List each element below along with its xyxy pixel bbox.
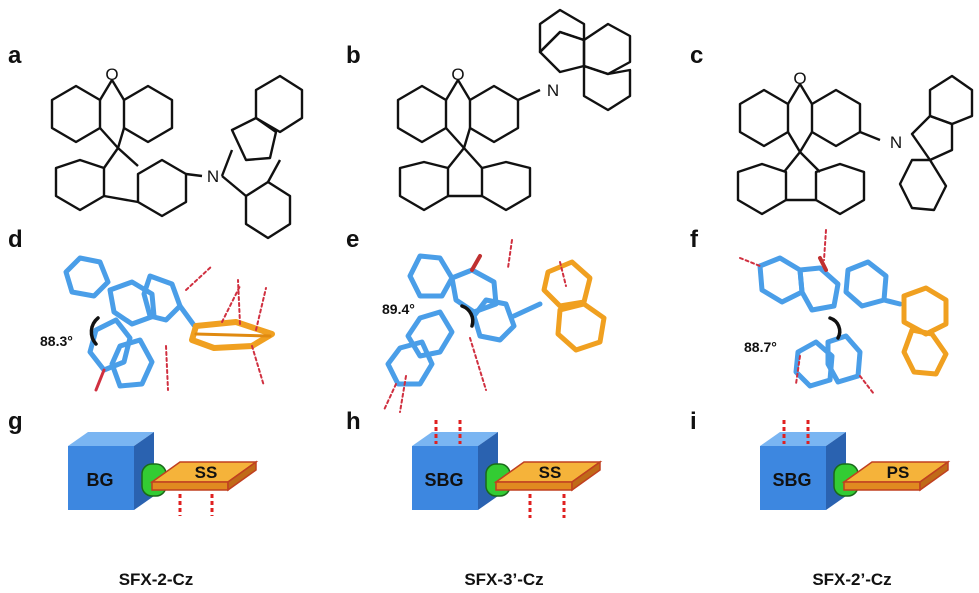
plate-label-g: SS — [195, 463, 218, 482]
crystal-structure-e — [383, 239, 607, 413]
oxygen-label-b: O — [451, 65, 464, 84]
dihedral-angle-d: 88.3° — [40, 333, 73, 349]
interaction-dashes-g — [178, 494, 214, 516]
cube-top-g — [68, 432, 154, 446]
nitrogen-label-c: N — [890, 133, 902, 152]
panel-label-h: h — [346, 408, 361, 435]
panel-label-i: i — [690, 408, 697, 435]
structure-sfx-3-cz — [396, 8, 632, 212]
plate-label-i: PS — [887, 463, 910, 482]
plate-front-i — [843, 481, 921, 491]
schematic-g — [68, 432, 259, 516]
panel-label-e: e — [346, 226, 360, 253]
panel-label-b: b — [346, 42, 361, 69]
plate-side-i — [919, 460, 949, 492]
nitrogen-label-b: N — [547, 81, 559, 100]
cube-front-g — [68, 446, 134, 510]
plate-front-g — [151, 481, 229, 491]
cube-top-i — [760, 432, 846, 446]
nitrogen-label-a: N — [207, 167, 219, 186]
dihedral-angle-e: 89.4° — [382, 301, 415, 317]
structure-sfx-2-cz — [50, 74, 304, 240]
panel-label-g: g — [8, 408, 23, 435]
panel-label-f: f — [690, 226, 698, 253]
dihedral-angle-f: 88.7° — [744, 339, 777, 355]
cube-front-h — [412, 446, 478, 510]
interaction-dashes-h — [434, 420, 566, 518]
cube-label-i: SBG — [772, 470, 811, 490]
plate-side-g — [227, 460, 257, 492]
cube-label-h: SBG — [424, 470, 463, 490]
interaction-dashes-i — [782, 420, 810, 444]
crystal-structure-f — [739, 229, 949, 395]
cube-front-i — [760, 446, 826, 510]
schematic-i — [760, 420, 951, 510]
compound-name-2: SFX-3’-Cz — [464, 570, 544, 589]
schematic-h — [412, 420, 603, 518]
structure-sfx-2p-cz — [736, 74, 974, 216]
oxygen-label-a: O — [105, 65, 118, 84]
panel-label-c: c — [690, 42, 704, 69]
plate-front-h — [495, 481, 573, 491]
compound-name-3: SFX-2’-Cz — [812, 570, 892, 589]
panel-label-a: a — [8, 42, 22, 69]
plate-side-h — [571, 460, 601, 492]
crystal-structure-d — [63, 255, 275, 392]
compound-name-1: SFX-2-Cz — [118, 570, 194, 589]
panel-label-d: d — [8, 226, 23, 253]
cube-top-h — [412, 432, 498, 446]
cube-label-g: BG — [87, 470, 114, 490]
plate-label-h: SS — [539, 463, 562, 482]
oxygen-label-c: O — [793, 69, 806, 88]
